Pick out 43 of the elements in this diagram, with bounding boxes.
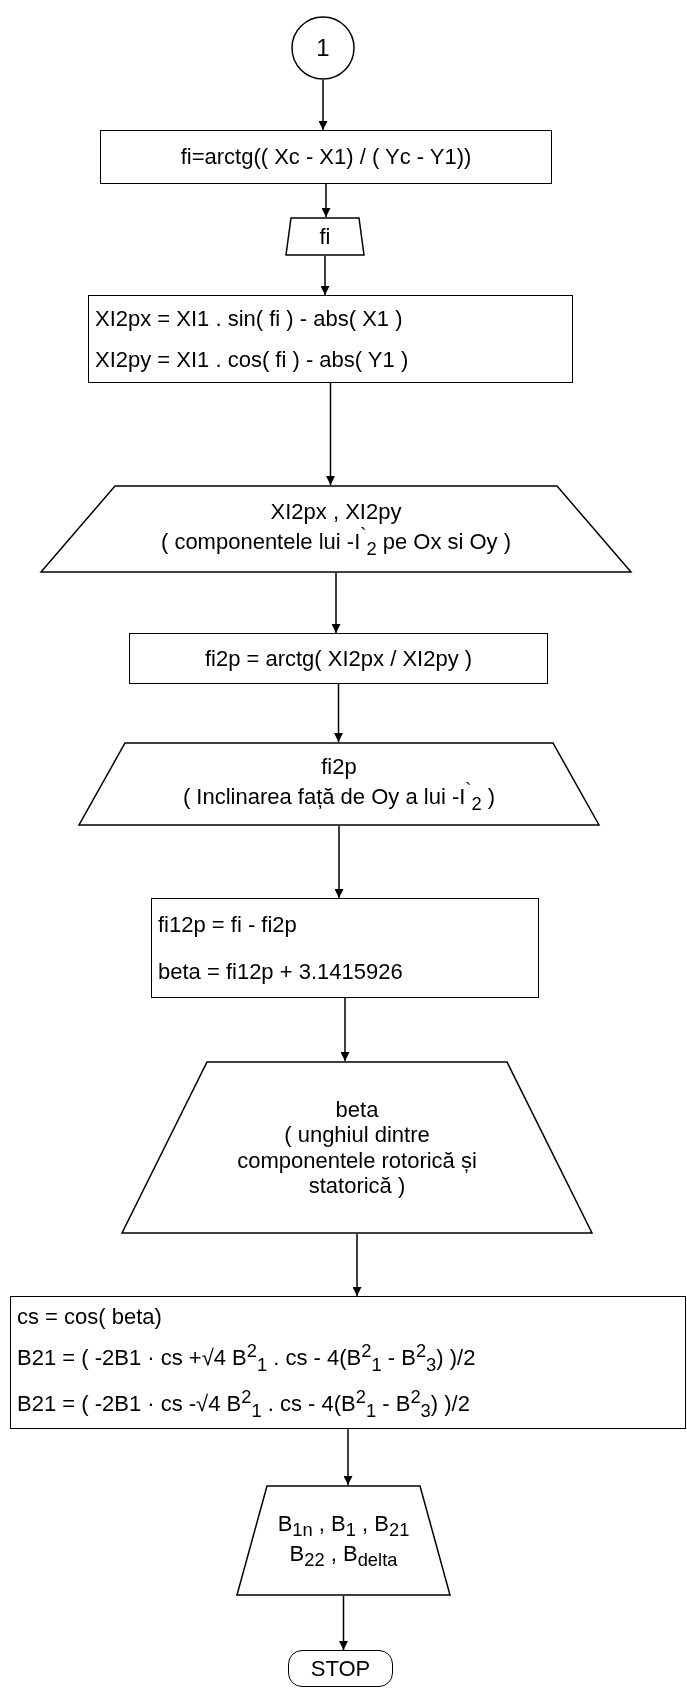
process-box — [88, 295, 573, 383]
node-text: cs = cos( beta) — [17, 1304, 162, 1330]
node-text: fi=arctg(( Xc - X1) / ( Yc - Y1)) — [180, 144, 472, 170]
node-text: ( unghiul dintre componentele rotorică și statorică ) — [236, 1122, 478, 1199]
process-box — [129, 633, 548, 684]
input-trapezoid — [236, 1485, 451, 1596]
arrow — [331, 572, 341, 634]
process-box — [151, 898, 539, 998]
node-text: B21 = ( -2B1 · cs -√4 B$^{2}$$_{1}$ . cs - 4(B$^{2}$$_{1}$ - B$^{2}$$_{3}$) )/2 — [17, 1385, 470, 1421]
arrow — [334, 683, 343, 743]
connector-circle — [291, 16, 355, 80]
arrow — [343, 1428, 353, 1486]
node-text: beta = fi12p + 3.1415926 — [158, 958, 403, 985]
arrow — [318, 79, 328, 131]
node-text: XI2px , XI2py — [270, 498, 402, 525]
node-text: STOP — [310, 1655, 371, 1682]
arrow — [340, 997, 350, 1062]
node-text: ( Inclinarea față de Oy a lui -I$^{`}$$_{2}$ ) — [182, 779, 496, 815]
node-text: ( componentele lui -I$^{`}$$_{2}$ pe Ox si Oy ) — [160, 524, 512, 560]
arrow — [334, 825, 344, 899]
terminator-box — [288, 1650, 393, 1687]
node-text: B$_{1n}$ , B$_{1}$ , B$_{21}$ — [277, 1511, 410, 1541]
arrow — [339, 1595, 348, 1651]
node-text: B$_{22}$ , B$_{delta}$ — [289, 1540, 398, 1570]
node-text: fi — [319, 223, 331, 250]
node-text: fi2p — [321, 753, 357, 780]
node-text: beta — [335, 1096, 379, 1123]
input-trapezoid — [285, 217, 365, 256]
input-trapezoid — [121, 1061, 593, 1234]
arrow — [352, 1233, 362, 1297]
input-trapezoid — [40, 485, 632, 573]
process-box — [10, 1296, 686, 1429]
node-text: XI2px = XI1 . sin( fi ) - abs( X1 ) — [95, 305, 403, 332]
arrow — [326, 382, 335, 486]
node-text: fi2p = arctg( XI2px / XI2py ) — [204, 645, 473, 672]
input-trapezoid — [78, 742, 600, 826]
node-text: fi12p = fi - fi2p — [158, 911, 297, 938]
node-text: B21 = ( -2B1 · cs +√4 B$^{2}$$_{1}$ . cs - 4(B$^{2}$$_{1}$ - B$^{2}$$_{3}$) )/2 — [17, 1340, 476, 1376]
process-box — [100, 130, 552, 184]
arrow — [321, 183, 331, 218]
node-text: 1 — [316, 34, 330, 62]
node-text: XI2py = XI1 . cos( fi ) - abs( Y1 ) — [95, 346, 409, 373]
arrow — [320, 255, 330, 296]
